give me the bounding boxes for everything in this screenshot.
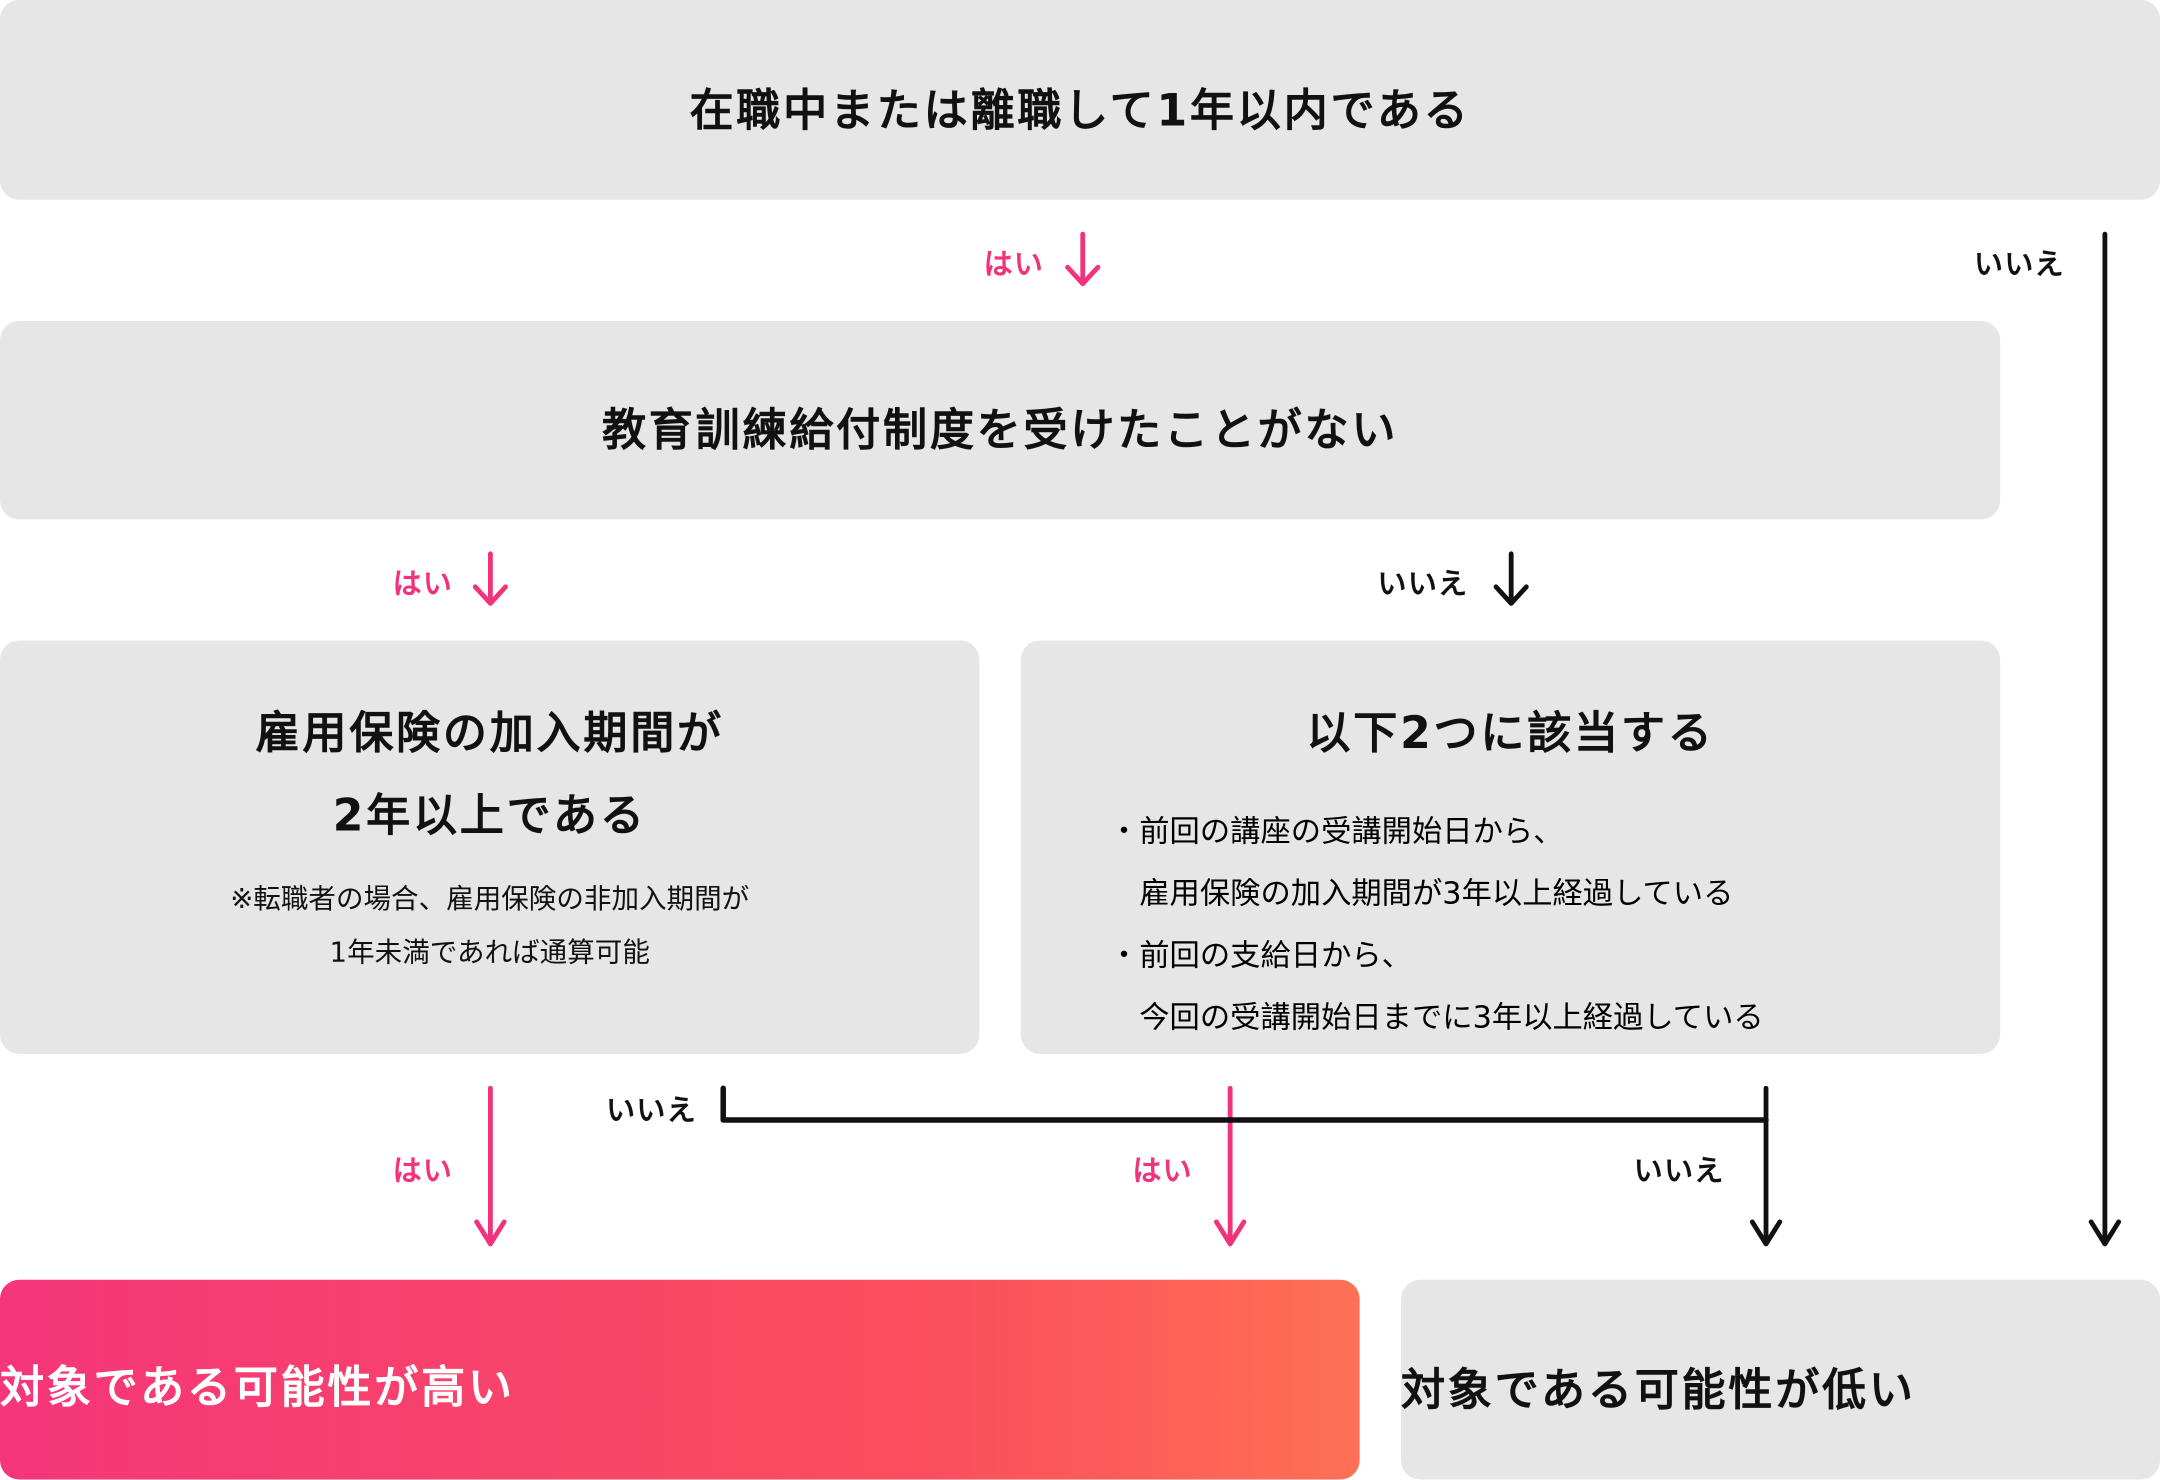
- question-employment: 在職中または離職して1年以内である: [0, 0, 2160, 200]
- bullet-line: ・前回の支給日から、: [1108, 939, 1413, 974]
- yes-label: はい: [983, 247, 1045, 282]
- note-line-2: 1年未満であれば通算可能: [329, 935, 650, 969]
- yes-label: はい: [392, 567, 454, 601]
- question-no-prior-benefit: 教育訓練給付制度を受けたことがない: [0, 320, 2001, 520]
- bullet-line: 今回の受講開始日までに3年以上経過している: [1139, 1001, 1764, 1036]
- result-text: 対象である可能性が低い: [1400, 1363, 1916, 1417]
- question-title: 以下2つに該当する: [1306, 706, 1715, 760]
- note-line-1: ※転職者の場合、雇用保険の非加入期間が: [230, 881, 750, 915]
- result-text: 対象である可能性が高い: [0, 1361, 515, 1414]
- question-line-2: 2年以上である: [332, 789, 647, 842]
- result-high: 対象である可能性が高い: [0, 1279, 1360, 1480]
- question-line-1: 雇用保険の加入期間が: [255, 706, 724, 760]
- no-label: いいえ: [606, 1093, 698, 1127]
- no-label: いいえ: [1633, 1154, 1725, 1188]
- result-low: 対象である可能性が低い: [1400, 1279, 2160, 1480]
- question-two-conditions: 以下2つに該当する: [1020, 640, 2001, 1054]
- bullet-line: ・前回の講座の受講開始日から、: [1108, 815, 1564, 850]
- no-label: いいえ: [1377, 567, 1469, 601]
- question-text: 教育訓練給付制度を受けたことがない: [601, 403, 1399, 456]
- yes-label: はい: [392, 1154, 454, 1188]
- bullet-line: 雇用保険の加入期間が3年以上経過している: [1139, 877, 1734, 912]
- question-insurance-period: 雇用保険の加入期間が 2年以上である ※転職者の場合、雇用保険の非加入期間が 1…: [0, 640, 980, 1054]
- yes-label: はい: [1132, 1154, 1193, 1188]
- question-text: 在職中または離職して1年以内である: [689, 84, 1471, 137]
- no-label: いいえ: [1974, 247, 2065, 282]
